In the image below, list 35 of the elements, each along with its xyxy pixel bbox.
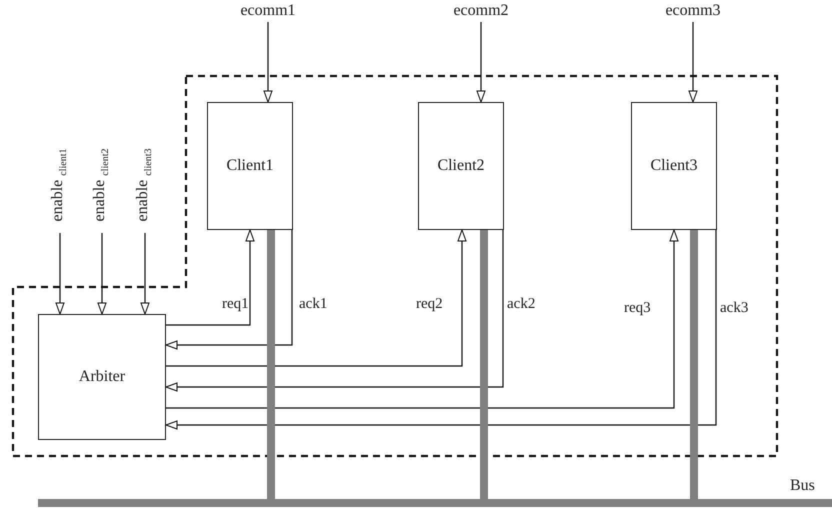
arrow — [166, 230, 466, 367]
signal-label: ecomm2 — [451, 2, 511, 22]
arrow — [166, 230, 293, 350]
bus-line — [690, 230, 698, 499]
edge-label: req3 — [624, 300, 651, 317]
client-box — [631, 102, 717, 230]
arrow — [166, 230, 678, 409]
signal-label: ecomm1 — [238, 2, 298, 22]
edge-label: req2 — [416, 296, 443, 313]
dashed-boundary — [12, 75, 778, 457]
bus-bar — [38, 499, 832, 507]
arrow — [166, 230, 717, 430]
arrow — [140, 233, 150, 314]
block-label: Client1 — [226, 157, 274, 175]
bus-line — [267, 230, 275, 499]
bus-label: Bus — [790, 477, 815, 495]
arrow — [98, 233, 106, 314]
edge-label: ack2 — [507, 296, 536, 313]
block-label: Arbiter — [78, 368, 126, 386]
arrow — [56, 233, 64, 314]
block-label: Client2 — [437, 157, 485, 175]
arbiter-box — [38, 314, 166, 440]
arrow — [166, 230, 504, 392]
client-box — [418, 102, 504, 230]
arrow — [166, 230, 254, 326]
block-label: Client3 — [650, 157, 698, 175]
arrow — [264, 22, 272, 102]
client-box — [207, 102, 293, 230]
arrow — [476, 22, 486, 102]
edge-label: ack1 — [299, 296, 328, 313]
edge-label: req1 — [222, 296, 249, 313]
arrow — [688, 22, 698, 102]
signal-label: ecomm3 — [663, 2, 723, 22]
edge-label: ack3 — [720, 300, 748, 317]
bus-line — [480, 230, 488, 499]
